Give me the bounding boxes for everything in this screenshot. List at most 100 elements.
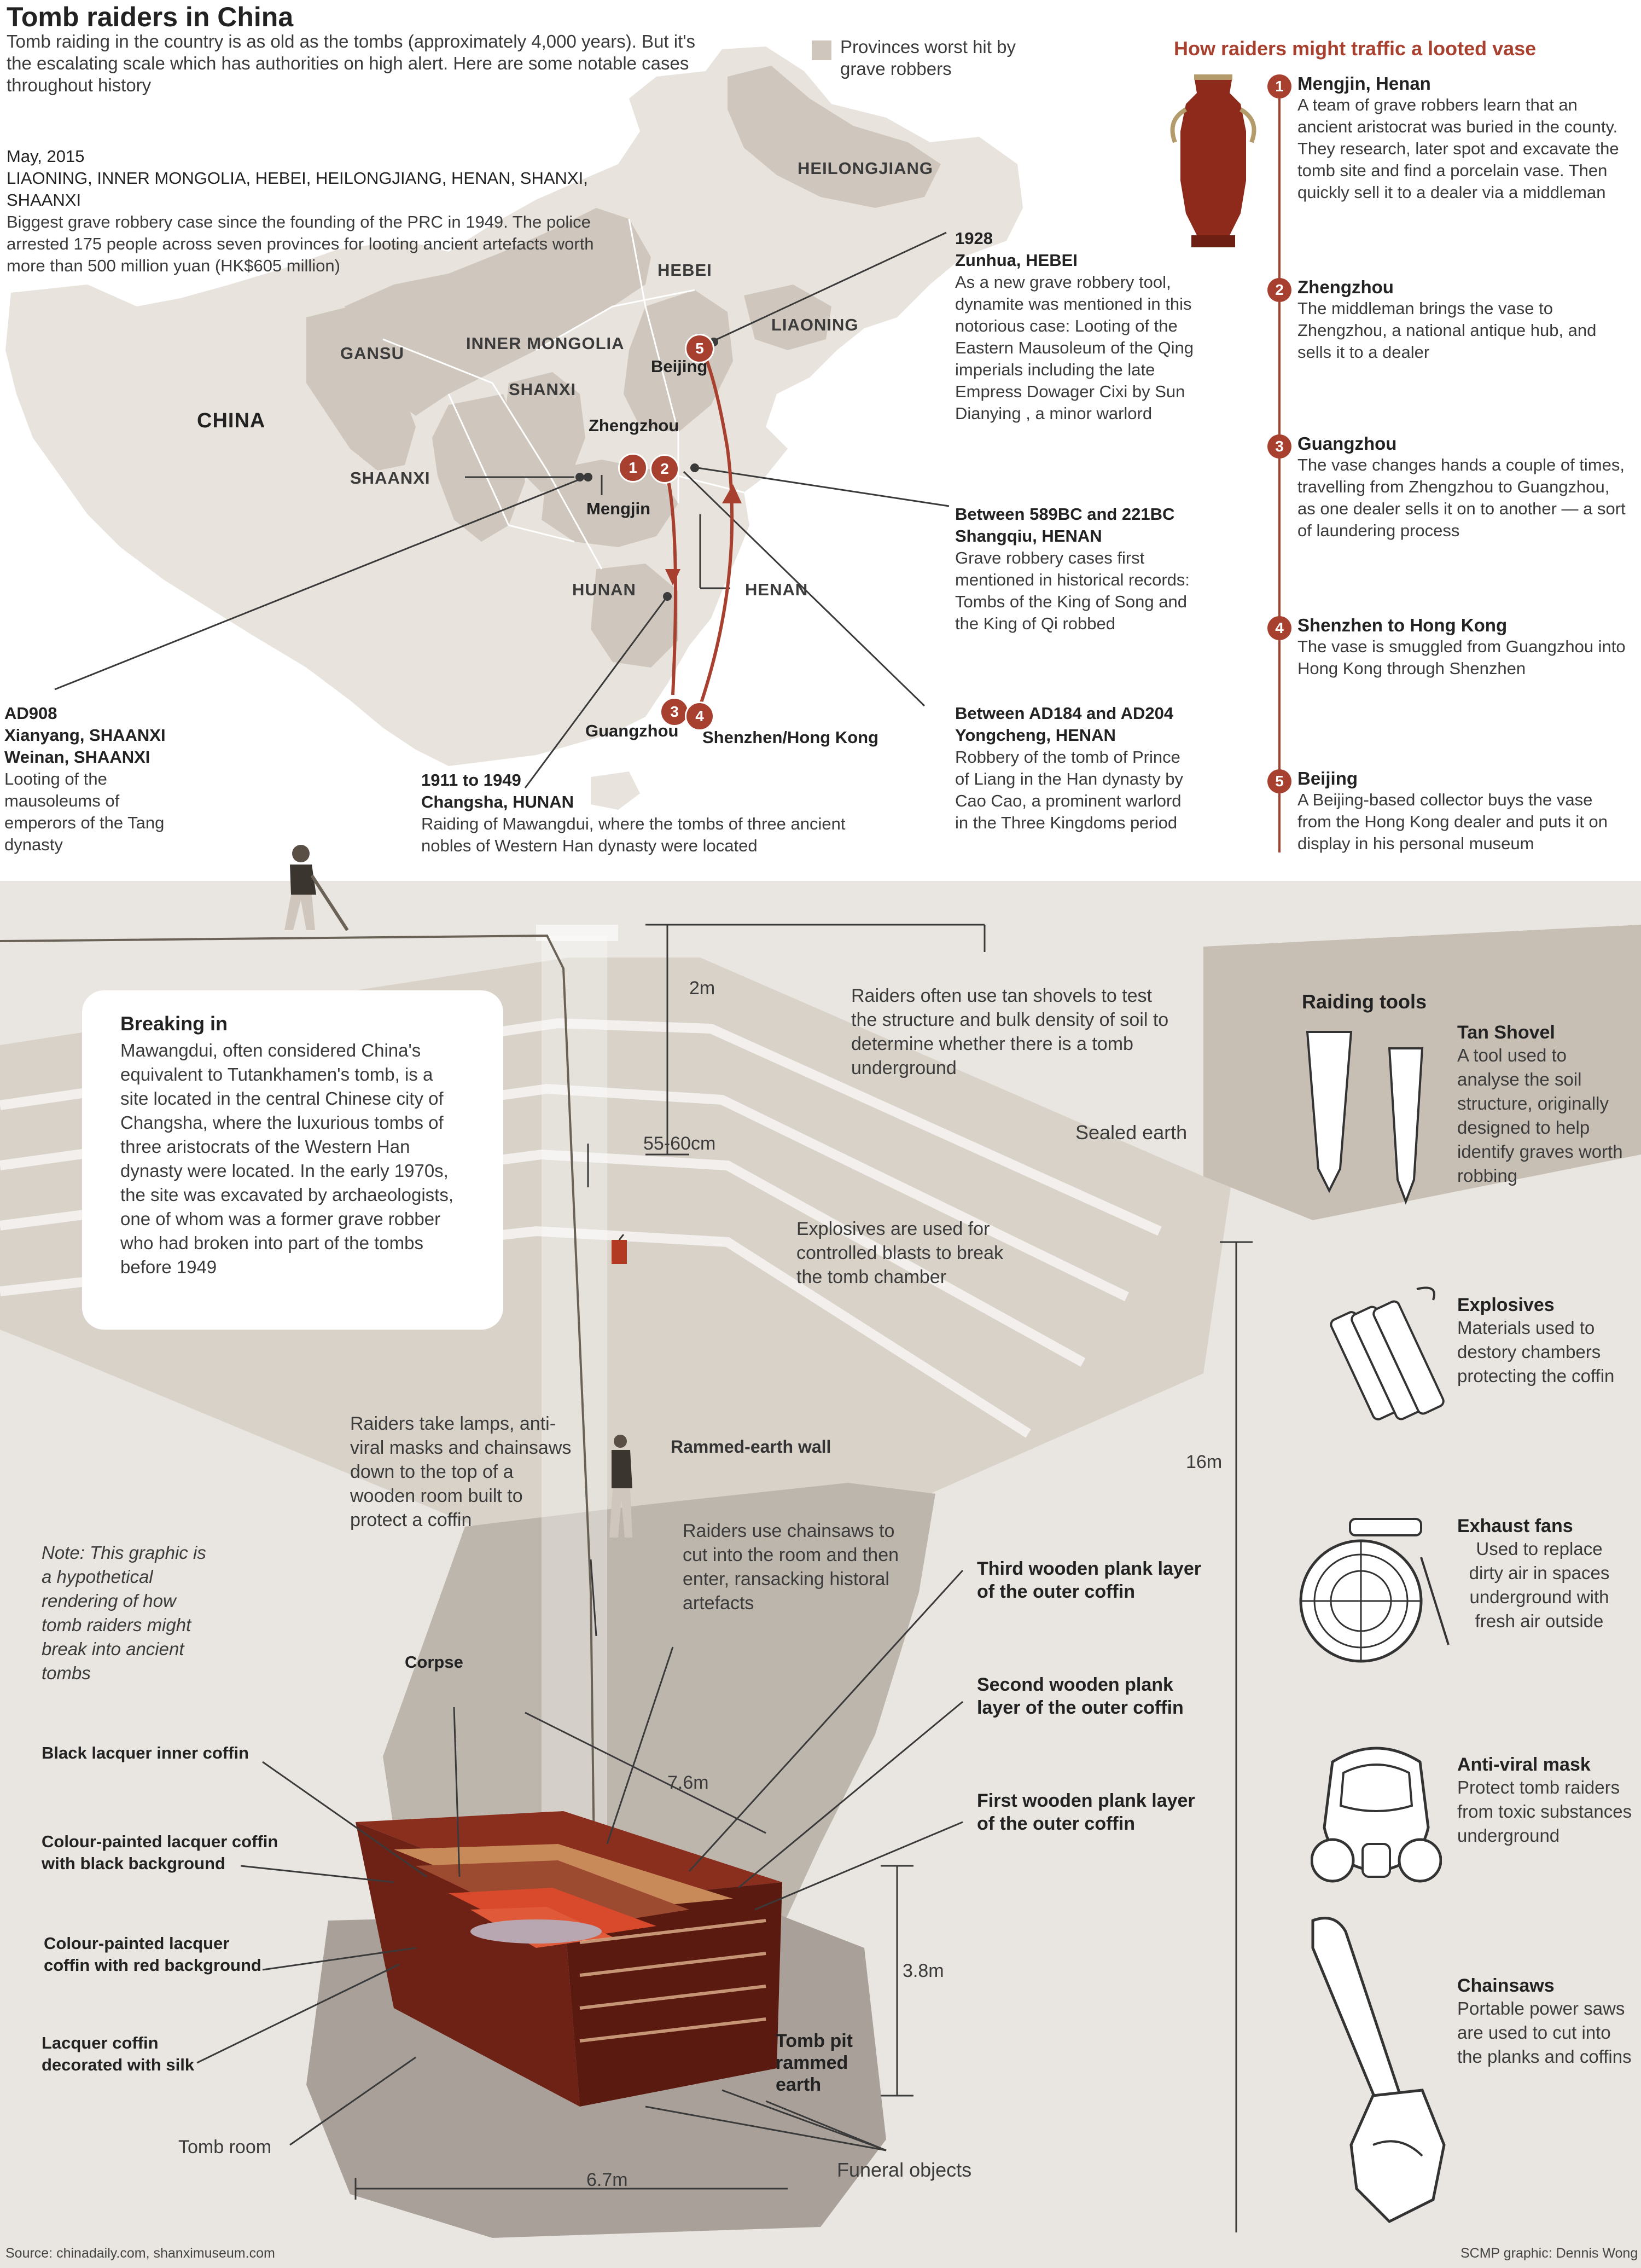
vase-step-5: Beijing A Beijing-based collector buys t… bbox=[1297, 768, 1626, 855]
label-silk-coffin: Lacquer coffin decorated with silk bbox=[42, 2033, 195, 2074]
country-label-china: CHINA bbox=[197, 409, 266, 432]
annotation-chainsaws: Raiders use chainsaws to cut into the ro… bbox=[683, 1521, 899, 1614]
vase-icon bbox=[1170, 74, 1256, 247]
city-mengjin: Mengjin bbox=[586, 499, 651, 518]
tool-name: Tan Shovel bbox=[1457, 1022, 1555, 1043]
case-1928: 1928 Zunhua, HEBEI As a new grave robber… bbox=[955, 228, 1196, 425]
gansu-region bbox=[306, 306, 416, 471]
case-text: Robbery of the tomb of Prince of Liang i… bbox=[955, 747, 1184, 832]
case-place: Shangqiu, HENAN bbox=[955, 526, 1102, 546]
route-marker-4: 4 bbox=[685, 701, 714, 731]
hainan-island bbox=[591, 772, 640, 810]
province-hunan: HUNAN bbox=[572, 580, 636, 599]
case-date: Between 589BC and 221BC bbox=[955, 504, 1175, 524]
label-colour-red-coffin: Colour-painted lacquer coffin with red b… bbox=[44, 1934, 261, 1975]
case-text: Looting of the mausoleums of emperors of… bbox=[4, 769, 165, 854]
wood-grain bbox=[579, 1919, 766, 2043]
case-date: May, 2015 bbox=[7, 147, 85, 166]
tomb-chamber bbox=[356, 1811, 782, 2107]
case-place: Yongcheng, HENAN bbox=[955, 726, 1116, 745]
step-title: Guangzhou bbox=[1297, 433, 1397, 454]
dimension-55-60cm: 55-60cm bbox=[643, 1133, 716, 1154]
page-title: Tomb raiders in China bbox=[7, 2, 294, 32]
breaking-in-box: Breaking in Mawangdui, often considered … bbox=[82, 990, 503, 1330]
tool-text: Materials used to destory chambers prote… bbox=[1457, 1318, 1615, 1386]
tan-shovel-icon bbox=[1306, 1031, 1424, 1205]
case-text: As a new grave robbery tool, dynamite wa… bbox=[955, 272, 1194, 423]
source-credit: Source: chinadaily.com, shanximuseum.com bbox=[5, 2246, 275, 2261]
tool-name: Anti-viral mask bbox=[1457, 1754, 1591, 1775]
case-1911: 1911 to 1949 Changsha, HUNAN Raiding of … bbox=[421, 769, 897, 857]
route-marker-3: 3 bbox=[660, 697, 689, 727]
section-leaders bbox=[196, 924, 1253, 2232]
annotation-explosives: Explosives are used for controlled blast… bbox=[796, 1219, 1003, 1287]
inner-mongolia-region bbox=[345, 208, 651, 416]
case-place-2: Weinan, SHAANXI bbox=[4, 747, 150, 767]
step-title: Beijing bbox=[1297, 768, 1358, 788]
vase-step-2: Zhengzhou The middleman brings the vase … bbox=[1297, 277, 1626, 363]
step-text: The vase changes hands a couple of times… bbox=[1297, 455, 1626, 540]
exhaust-fan-icon bbox=[1299, 1518, 1450, 1663]
tool-text: A tool used to analyse the soil structur… bbox=[1457, 1045, 1623, 1186]
anti-viral-mask-icon bbox=[1311, 1747, 1442, 1883]
explosives-icon bbox=[1330, 1286, 1445, 1420]
route-marker-1: 1 bbox=[618, 453, 648, 483]
case-2015: May, 2015 LIAONING, INNER MONGOLIA, HEBE… bbox=[7, 146, 636, 277]
case-ad184: Between AD184 and AD204 Yongcheng, HENAN… bbox=[955, 703, 1196, 834]
case-date: 1928 bbox=[955, 229, 993, 248]
province-shanxi: SHANXI bbox=[509, 380, 577, 399]
label-third-layer: Third wooden plank layer of the outer co… bbox=[977, 1558, 1201, 1602]
label-tomb-pit-earth: Tomb pit rammed earth bbox=[776, 2031, 853, 2095]
heilongjiang-region bbox=[728, 66, 941, 208]
step-title: Mengjin, Henan bbox=[1297, 73, 1431, 94]
tool-explosives: Explosives Materials used to destory cha… bbox=[1457, 1295, 1627, 1388]
route-marker-2: 2 bbox=[650, 454, 679, 484]
province-hebei: HEBEI bbox=[657, 260, 712, 280]
case-place: LIAONING, INNER MONGOLIA, HEBEI, HEILONG… bbox=[7, 169, 588, 210]
tool-exhaust-fans: Exhaust fans Used to replace dirty air i… bbox=[1457, 1516, 1621, 1633]
label-sealed-earth: Sealed earth bbox=[1075, 1121, 1188, 1144]
case-text: Biggest grave robbery case since the fou… bbox=[7, 212, 594, 275]
intro-text: Tomb raiding in the country is as old as… bbox=[7, 31, 696, 95]
liaoning-region bbox=[744, 285, 831, 350]
case-589bc: Between 589BC and 221BC Shangqiu, HENAN … bbox=[955, 503, 1196, 635]
timeline-line bbox=[1278, 86, 1281, 852]
province-henan: HENAN bbox=[745, 580, 808, 599]
breaking-in-text: Mawangdui, often considered China's equi… bbox=[120, 1040, 454, 1277]
case-date: Between AD184 and AD204 bbox=[955, 704, 1174, 723]
tool-text: Protect tomb raiders from toxic substanc… bbox=[1457, 1777, 1632, 1846]
step-title: Shenzhen to Hong Kong bbox=[1297, 615, 1508, 635]
step-badge-2: 2 bbox=[1267, 278, 1291, 302]
chainsaw-icon bbox=[1311, 1917, 1446, 2224]
case-date: 1911 to 1949 bbox=[421, 770, 521, 790]
label-colour-black-coffin: Colour-painted lacquer coffin with black… bbox=[42, 1832, 278, 1873]
dynamite-icon bbox=[612, 1234, 627, 1264]
china-map bbox=[5, 47, 1023, 810]
step-text: A team of grave robbers learn that an an… bbox=[1297, 95, 1619, 202]
legend-swatch bbox=[812, 40, 831, 60]
tool-chainsaws: Chainsaws Portable power saws are used t… bbox=[1457, 1975, 1632, 2069]
tool-tan-shovel: Tan Shovel A tool used to analyse the so… bbox=[1457, 1022, 1632, 1188]
label-first-layer: First wooden plank layer of the outer co… bbox=[977, 1790, 1195, 1834]
province-inner-mongolia: INNER MONGOLIA bbox=[466, 334, 625, 353]
label-corpse: Corpse bbox=[405, 1652, 463, 1672]
case-text: Raiding of Mawangdui, where the tombs of… bbox=[421, 814, 846, 855]
step-text: A Beijing-based collector buys the vase … bbox=[1297, 790, 1608, 853]
case-date: AD908 bbox=[4, 704, 57, 723]
label-funeral-objects: Funeral objects bbox=[837, 2159, 972, 2181]
city-shenzhen-hong-kong: Shenzhen/Hong Kong bbox=[702, 728, 879, 747]
tool-name: Explosives bbox=[1457, 1295, 1555, 1315]
breaking-in-title: Breaking in bbox=[120, 1012, 228, 1035]
tools-title: Raiding tools bbox=[1302, 990, 1427, 1013]
annotation-lamps: Raiders take lamps, anti-viral masks and… bbox=[350, 1413, 572, 1530]
rope bbox=[0, 934, 597, 2031]
surface-layer bbox=[0, 903, 1641, 979]
dimension-16m: 16m bbox=[1186, 1452, 1223, 1472]
shaanxi-region bbox=[432, 394, 525, 542]
step-badge-3: 3 bbox=[1267, 434, 1291, 459]
tool-text: Used to replace dirty air in spaces unde… bbox=[1469, 1539, 1610, 1631]
province-liaoning: LIAONING bbox=[771, 315, 859, 334]
route-marker-5: 5 bbox=[685, 334, 714, 363]
step-title: Zhengzhou bbox=[1297, 277, 1394, 297]
